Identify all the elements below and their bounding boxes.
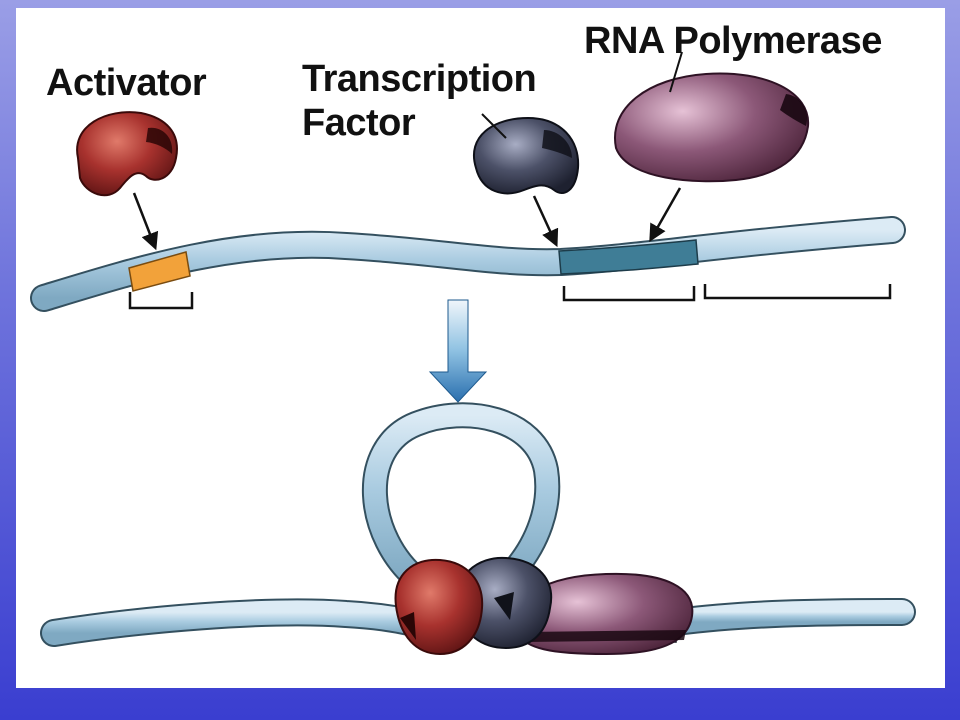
promoter-region	[558, 239, 699, 275]
promoter-bracket	[562, 286, 696, 302]
transcription-factor-protein	[473, 116, 580, 195]
activator-arrow	[132, 192, 159, 251]
bound-transcription-factor	[456, 556, 553, 650]
rna-polymerase-label-leader	[669, 51, 683, 93]
transcription-factor-label-line1: Transcription	[302, 58, 537, 100]
rna-polymerase-arrow	[649, 187, 682, 243]
transcription-factor-label-leader	[481, 113, 507, 139]
transcription-factor-arrow	[532, 195, 559, 248]
rna-polymerase-protein	[613, 72, 810, 183]
transcription-factor-label-line2: Factor	[302, 102, 416, 144]
diagram-panel: Activator Transcription Factor RNA Polym…	[16, 8, 945, 688]
activator-label: Activator	[46, 62, 207, 104]
enhancer-region	[128, 251, 191, 292]
dna-loop	[361, 402, 561, 593]
bound-activator	[394, 558, 484, 656]
enhancer-bracket	[128, 292, 194, 310]
activator-protein	[76, 111, 178, 197]
arrow-down-icon	[428, 299, 488, 403]
bound-rna-polymerase	[514, 572, 694, 656]
gene-activation-diagram	[30, 51, 916, 656]
rna-polymerase-label: RNA Polymerase	[584, 20, 882, 62]
gene-bracket	[703, 284, 892, 300]
